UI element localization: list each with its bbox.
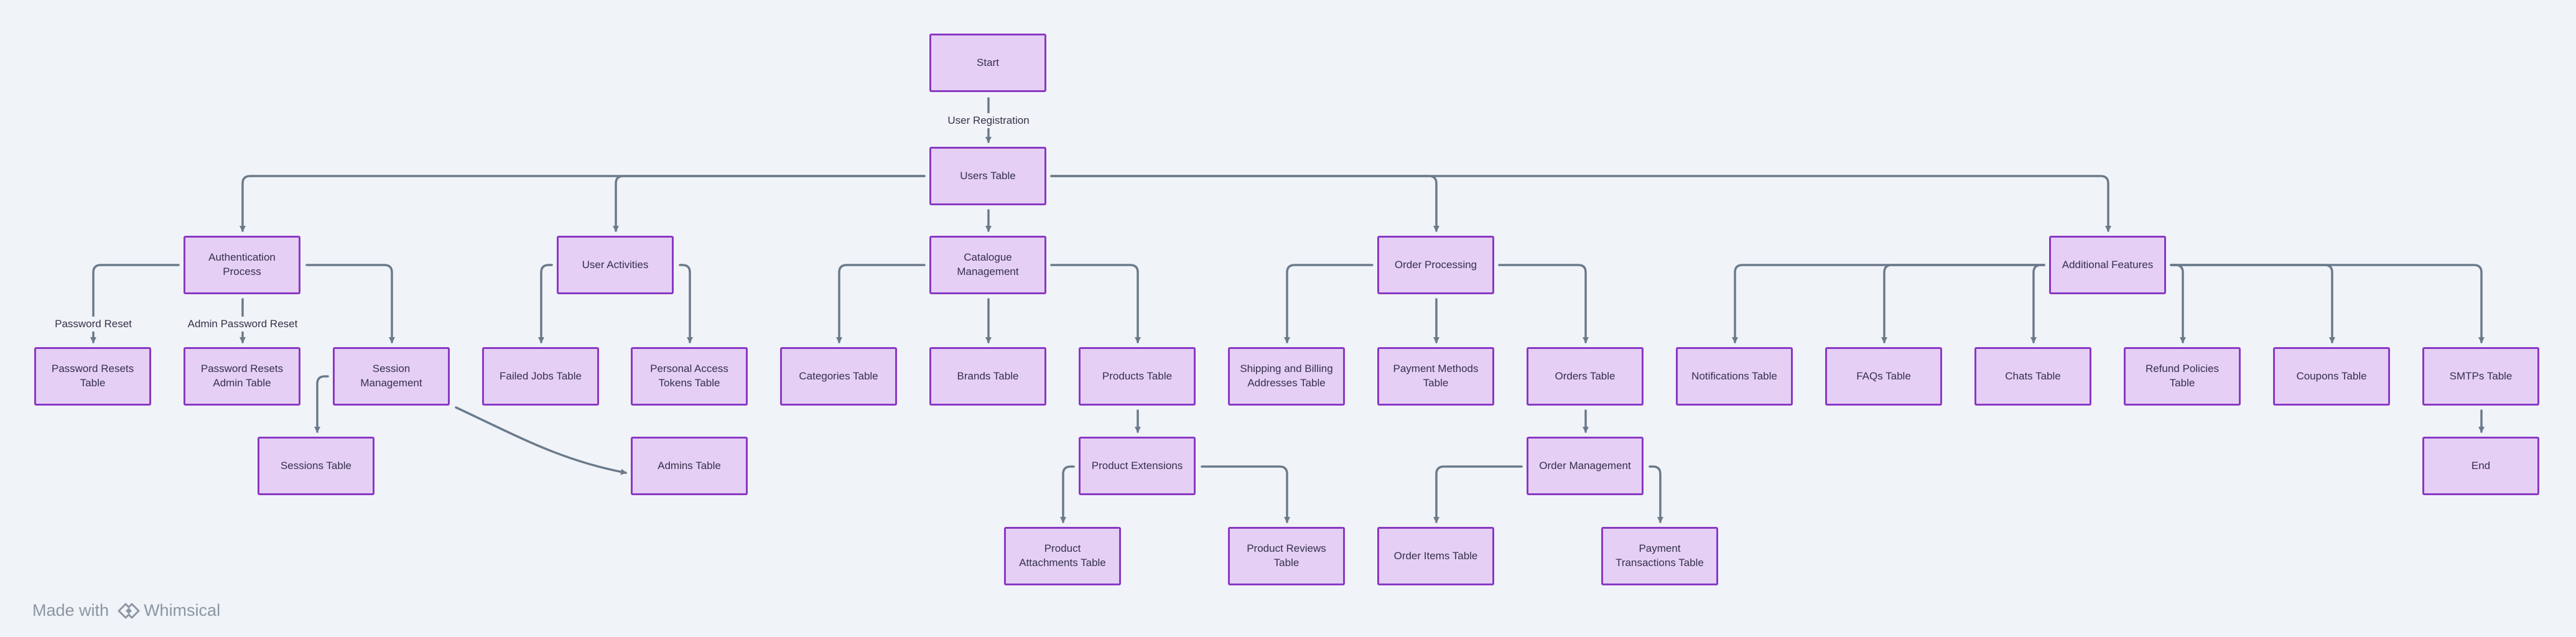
node-order-processing[interactable]: Order Processing [1377, 236, 1494, 294]
node-chats-table[interactable]: Chats Table [1974, 347, 2091, 406]
node-product-extensions[interactable]: Product Extensions [1079, 437, 1196, 495]
connector-activities-to-tokens [679, 264, 693, 343]
watermark[interactable]: Made with Whimsical [32, 601, 220, 620]
connector-session-to-sessions [314, 375, 329, 433]
node-payment-transactions-table[interactable]: Payment Transactions Table [1601, 527, 1718, 585]
node-start[interactable]: Start [929, 34, 1046, 92]
node-coupons-table[interactable]: Coupons Table [2273, 347, 2390, 406]
node-personal-access-tokens-table[interactable]: Personal Access Tokens Table [631, 347, 748, 406]
connector-additional-to-coupons [2170, 264, 2335, 343]
node-end[interactable]: End [2422, 437, 2539, 495]
connector-users-to-auth [239, 175, 926, 232]
node-user-activities[interactable]: User Activities [557, 236, 674, 294]
connector-catalogue-to-categories [836, 264, 926, 343]
connector-auth-to-session [305, 264, 395, 343]
node-sessions-table[interactable]: Sessions Table [258, 437, 374, 495]
node-order-items-table[interactable]: Order Items Table [1377, 527, 1494, 585]
node-product-reviews-table[interactable]: Product Reviews Table [1228, 527, 1345, 585]
connector-auth-to-pwresets [90, 264, 180, 343]
node-failed-jobs-table[interactable]: Failed Jobs Table [482, 347, 599, 406]
node-session-management[interactable]: Session Management [333, 347, 450, 406]
node-payment-methods-table[interactable]: Payment Methods Table [1377, 347, 1494, 406]
connector-additional-to-chats [2030, 264, 2045, 343]
whimsical-logo-icon [118, 603, 140, 618]
node-product-attachments-table[interactable]: Product Attachments Table [1004, 527, 1121, 585]
edge-label-admin-password-reset: Admin Password Reset [184, 317, 302, 332]
node-shipping-billing-addresses-table[interactable]: Shipping and Billing Addresses Table [1228, 347, 1345, 406]
node-authentication-process[interactable]: Authentication Process [184, 236, 300, 294]
connector-users-to-orderproc [1050, 175, 1439, 232]
node-brands-table[interactable]: Brands Table [929, 347, 1046, 406]
node-password-resets-admin-table[interactable]: Password Resets Admin Table [184, 347, 300, 406]
connector-extensions-to-attachments [1060, 465, 1075, 523]
node-catalogue-management[interactable]: Catalogue Management [929, 236, 1046, 294]
node-notifications-table[interactable]: Notifications Table [1676, 347, 1793, 406]
connector-users-to-activities [613, 175, 926, 232]
connector-ordermgmt-to-transactions [1648, 465, 1663, 523]
connector-session-to-admins [455, 406, 627, 475]
edge-label-user-registration: User Registration [944, 113, 1033, 128]
node-order-management[interactable]: Order Management [1527, 437, 1644, 495]
node-products-table[interactable]: Products Table [1079, 347, 1196, 406]
connector-users-to-additional [1050, 175, 2111, 232]
connector-activities-to-failedjobs [538, 264, 553, 343]
connector-additional-to-smtps [2170, 264, 2485, 343]
connector-additional-to-faqs [1881, 264, 2045, 343]
edge-label-password-reset: Password Reset [51, 317, 136, 332]
node-password-resets-table[interactable]: Password Resets Table [34, 347, 151, 406]
connector-extensions-to-reviews [1201, 465, 1290, 523]
node-smtps-table[interactable]: SMTPs Table [2422, 347, 2539, 406]
connector-additional-to-refund [2170, 264, 2186, 343]
connector-orderproc-to-shipping [1284, 264, 1374, 343]
connector-catalogue-to-products [1050, 264, 1141, 343]
node-users-table[interactable]: Users Table [929, 147, 1046, 205]
node-orders-table[interactable]: Orders Table [1527, 347, 1644, 406]
node-additional-features[interactable]: Additional Features [2049, 236, 2166, 294]
watermark-made-with: Made with [32, 601, 109, 620]
connector-additional-to-notifications [1732, 264, 2045, 343]
node-faqs-table[interactable]: FAQs Table [1825, 347, 1942, 406]
node-categories-table[interactable]: Categories Table [780, 347, 897, 406]
watermark-brand: Whimsical [144, 601, 221, 620]
node-refund-policies-table[interactable]: Refund Policies Table [2124, 347, 2241, 406]
connector-ordermgmt-to-orderitems [1433, 465, 1523, 523]
connector-orderproc-to-orders [1498, 264, 1589, 343]
node-admins-table[interactable]: Admins Table [631, 437, 748, 495]
